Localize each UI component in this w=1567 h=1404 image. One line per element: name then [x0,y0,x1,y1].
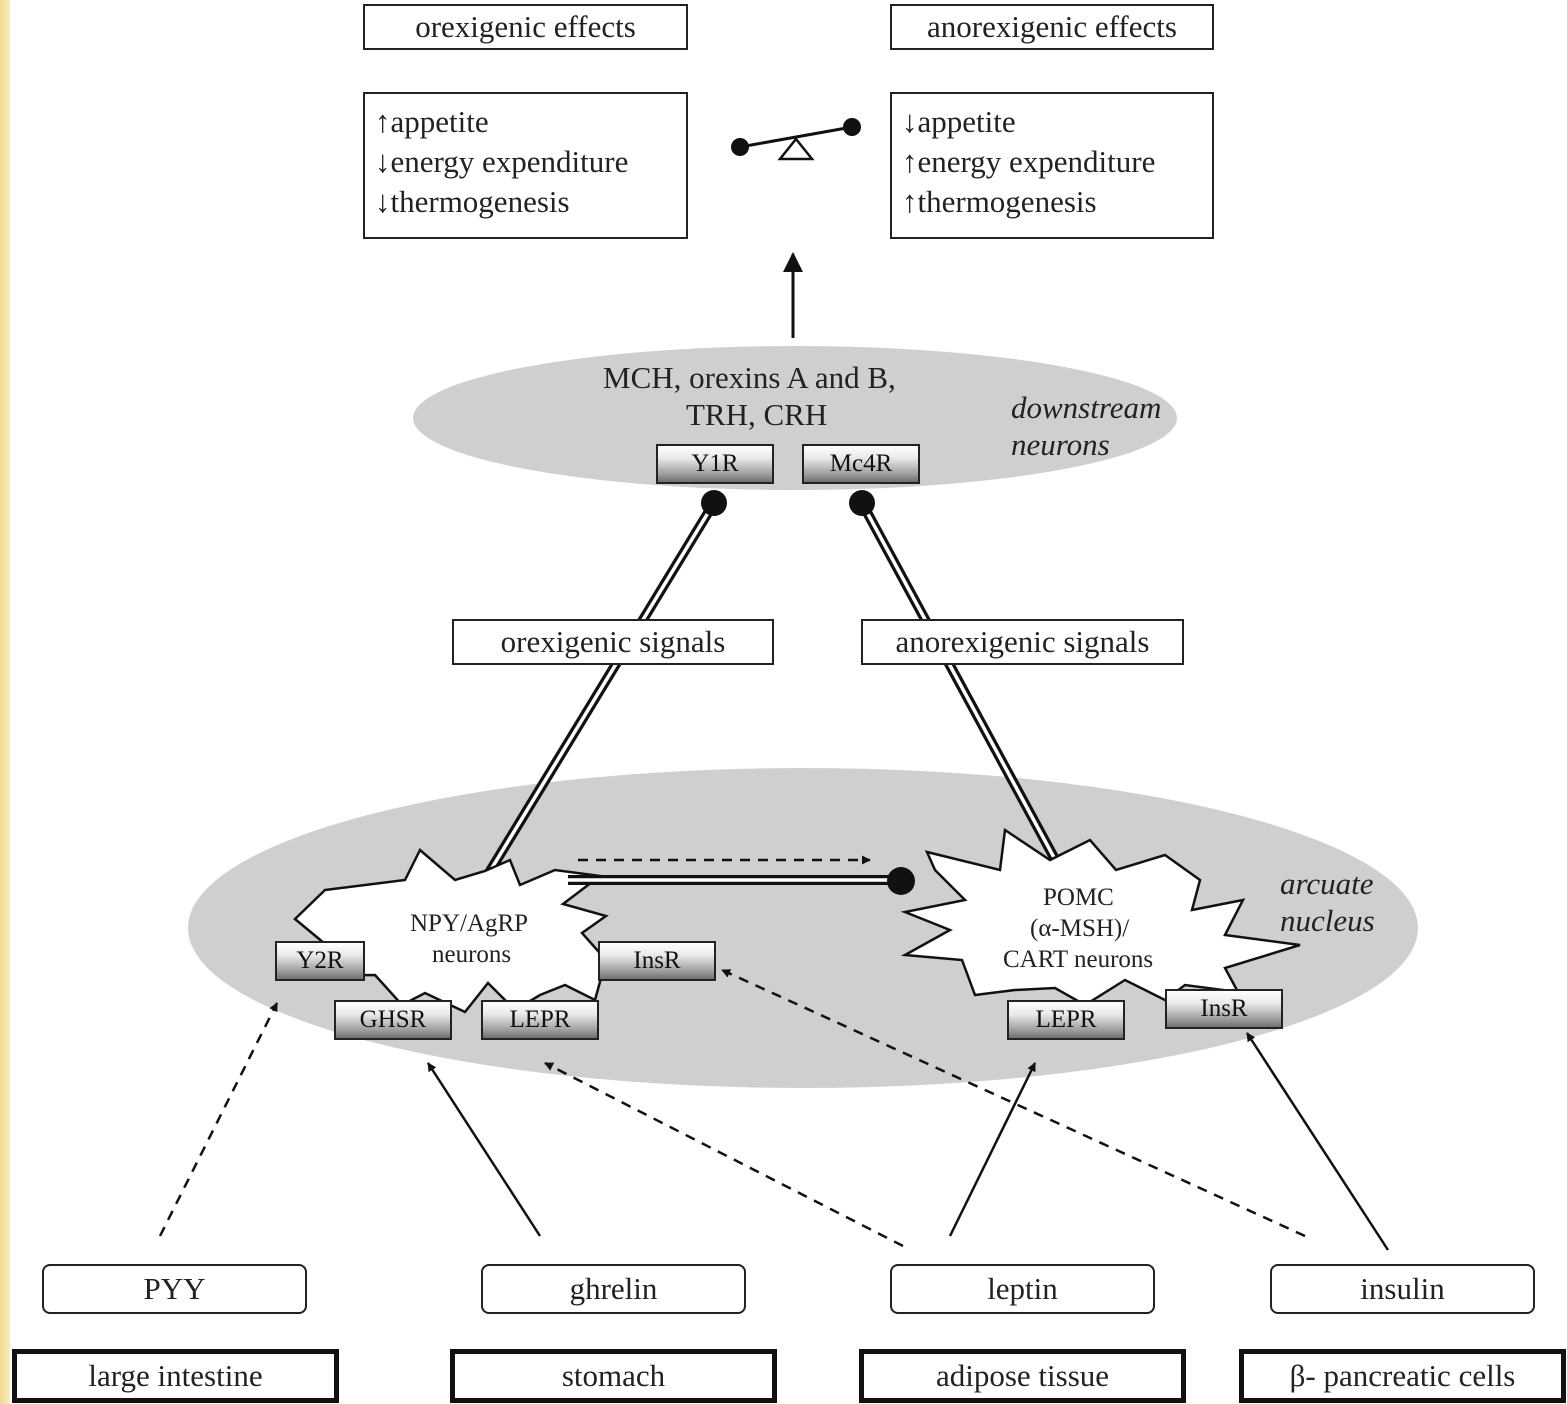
orexigenic-effect-item: ↓thermogenesis [375,184,570,219]
anorexigenic-effect-item: ↑thermogenesis [902,184,1097,219]
receptor-mc4r: Mc4R [802,444,920,484]
leptin-to-lepr-left-arrow [544,1061,904,1248]
anorexigenic-effect-item: ↑energy expenditure [902,144,1156,179]
anorexigenic-pathway-line [849,490,1062,866]
orexigenic-signals-box: orexigenic signals [452,619,774,665]
source-adipose-tissue: adipose tissue [859,1349,1186,1403]
source-beta-pancreatic-cells: β- pancreatic cells [1239,1349,1566,1403]
pomc-label-line2: (α-MSH)/ [1030,915,1130,942]
orexigenic-pathway-line [482,490,727,879]
ghrelin-to-ghsr-arrow [426,1062,542,1237]
orexigenic-effects-list: ↑appetite ↓energy expenditure ↓thermogen… [363,92,688,239]
pomc-cart-neurons-burst [900,827,1301,1007]
diagram-graphics [158,118,1418,1251]
leptin-to-lepr-right-arrow [948,1062,1037,1237]
hormone-ghrelin: ghrelin [481,1264,746,1314]
arcuate-region-label-line1: arcuate [1280,866,1374,901]
npy-agrp-label-line2: neurons [432,941,512,968]
npy-to-pomc-inhibition-line [568,867,915,895]
pomc-label-line3: CART neurons [1003,946,1154,973]
background-edge [0,0,10,1404]
anorexigenic-effects-title: anorexigenic effects [890,4,1214,50]
hormone-pyy: PYY [42,1264,307,1314]
anorexigenic-signals-box: anorexigenic signals [861,619,1184,665]
receptor-ghsr: GHSR [334,1000,452,1040]
downstream-peptides-line2: TRH, CRH [686,397,828,432]
receptor-insr-npy: InsR [598,941,716,981]
pyy-to-y2r-arrow [158,1002,279,1237]
diagram-canvas: orexigenic effects anorexigenic effects … [10,0,1567,1404]
receptor-insr-pomc: InsR [1165,989,1283,1029]
orexigenic-effect-item: ↑appetite [375,104,489,139]
receptor-y2r: Y2R [275,941,365,981]
arcuate-region-label-line2: nucleus [1280,903,1375,938]
npy-agrp-label-line1: NPY/AgRP [410,910,529,937]
insulin-to-insr-right-arrow [1245,1032,1390,1251]
downstream-region-label-line1: downstream [1011,390,1162,425]
hormone-insulin: insulin [1270,1264,1535,1314]
balance-scale-icon [731,118,861,161]
downstream-neurons-ellipse [413,346,1177,490]
receptor-y1r: Y1R [656,444,774,484]
anorexigenic-effects-list: ↓appetite ↑energy expenditure ↑thermogen… [890,92,1214,239]
downstream-region-label-line2: neurons [1011,427,1110,462]
orexigenic-effects-title: orexigenic effects [363,4,688,50]
orexigenic-effect-item: ↓energy expenditure [375,144,629,179]
source-large-intestine: large intestine [12,1349,339,1403]
receptor-lepr-npy: LEPR [481,1000,599,1040]
receptor-lepr-pomc: LEPR [1007,1000,1125,1040]
source-stomach: stomach [450,1349,777,1403]
pomc-label-line1: POMC [1043,884,1114,911]
hormone-leptin: leptin [890,1264,1155,1314]
downstream-peptides-line1: MCH, orexins A and B, [603,360,896,395]
anorexigenic-effect-item: ↓appetite [902,104,1016,139]
